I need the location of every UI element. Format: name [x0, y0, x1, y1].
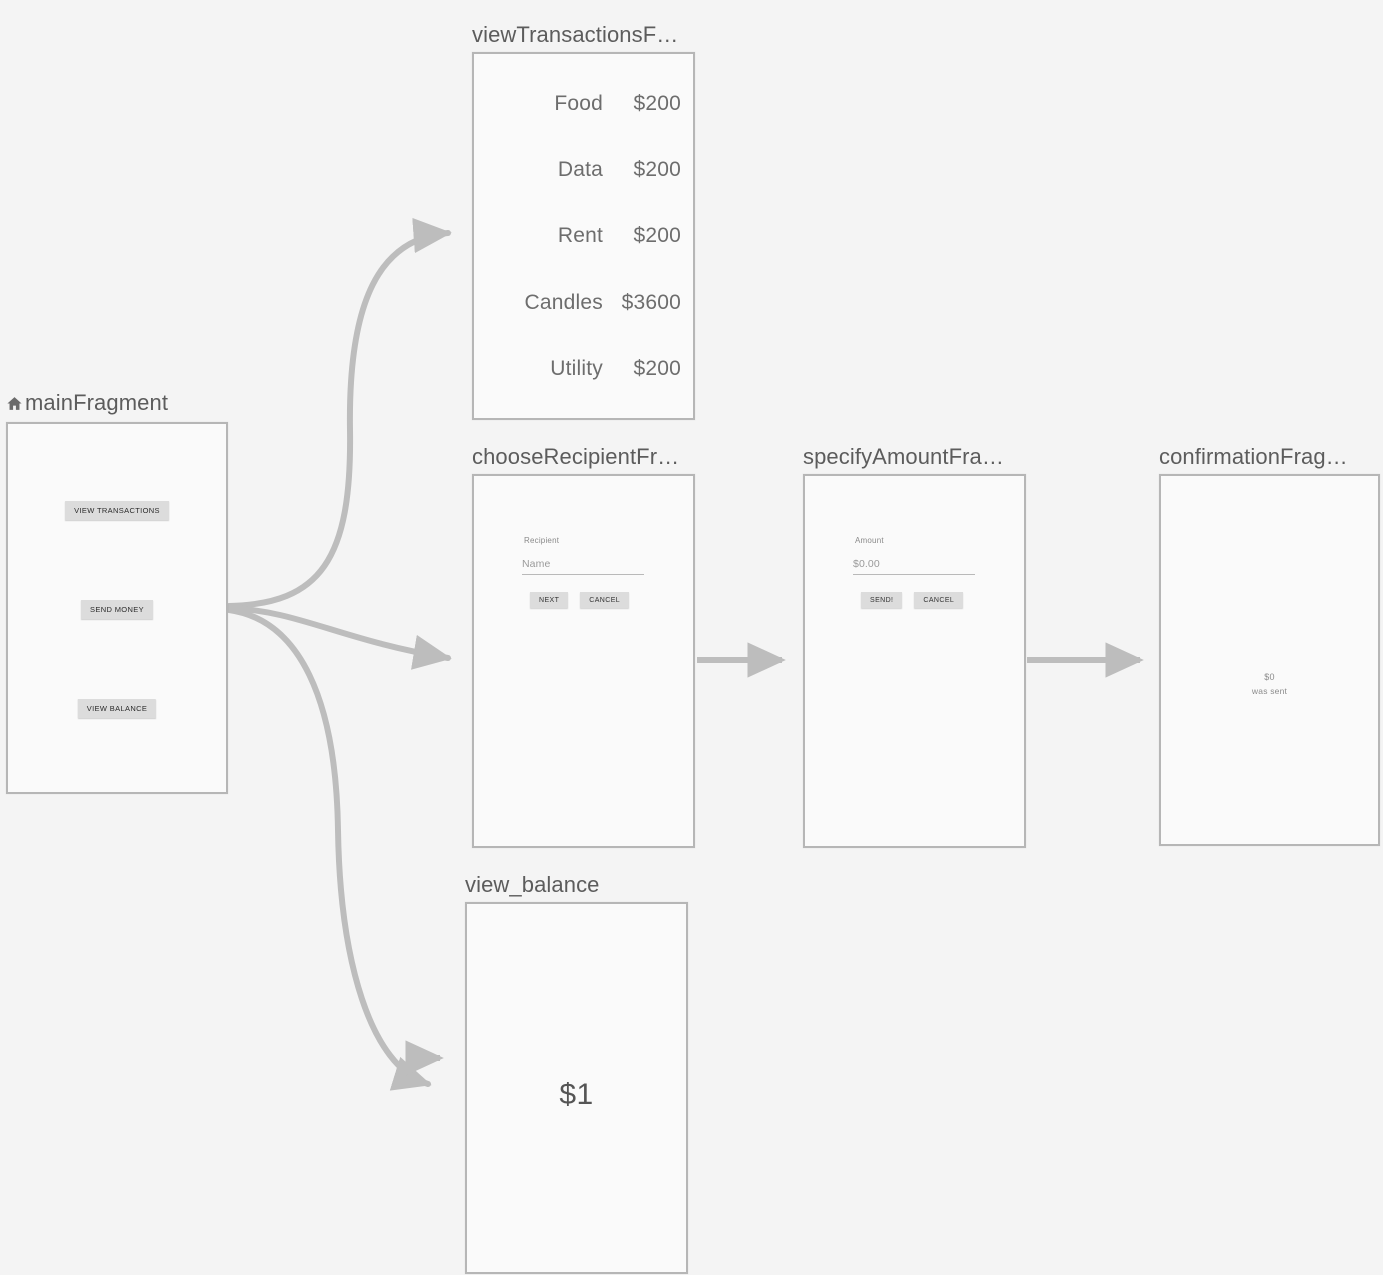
transaction-row: Utility $200 [492, 357, 681, 381]
transaction-name: Candles [524, 291, 603, 314]
specify-amount-preview: Amount $0.00 SEND! CANCEL [803, 474, 1026, 848]
specify-amount-actions: SEND! CANCEL [861, 592, 964, 608]
transaction-row: Food $200 [492, 92, 681, 116]
node-view-transactions-fragment[interactable]: viewTransactionsF… Food $200 Data $200 R… [472, 22, 695, 420]
send-money-button[interactable]: SEND MONEY [81, 600, 153, 619]
transaction-name: Utility [550, 357, 603, 380]
amount-input[interactable]: $0.00 [853, 558, 975, 575]
node-title-confirmation: confirmationFrag… [1159, 444, 1348, 469]
node-frame [472, 52, 695, 420]
edge-main-to-view-balance [226, 607, 432, 1091]
recipient-field-label: Recipient [524, 536, 560, 545]
home-icon [6, 392, 23, 418]
node-frame [465, 902, 688, 1274]
edge-main-to-view-transactions [226, 217, 452, 609]
cancel-button[interactable]: CANCEL [580, 592, 630, 608]
transaction-amount: $200 [633, 92, 681, 115]
next-button[interactable]: NEXT [530, 592, 569, 608]
node-frame [1159, 474, 1380, 846]
node-choose-recipient-fragment[interactable]: chooseRecipientFr… Recipient Name NEXT C… [472, 444, 695, 848]
transaction-amount: $200 [633, 158, 681, 181]
transaction-amount: $3600 [621, 291, 681, 314]
node-title-choose-recipient: chooseRecipientFr… [472, 444, 680, 469]
node-title-view-balance: view_balance [465, 872, 600, 897]
recipient-input[interactable]: Name [522, 558, 644, 575]
send-button[interactable]: SEND! [861, 592, 903, 608]
transaction-row: Candles $3600 [492, 291, 681, 315]
confirmation-message: $0 was sent [1159, 670, 1380, 698]
view-balance-button[interactable]: VIEW BALANCE [77, 699, 157, 718]
transaction-row: Data $200 [492, 158, 681, 182]
view-transactions-preview: Food $200 Data $200 Rent $200 Candles $3… [472, 52, 695, 420]
transaction-name: Data [557, 158, 603, 181]
transaction-amount: $200 [633, 224, 681, 247]
transaction-row: Rent $200 [492, 224, 681, 248]
node-frame [6, 422, 228, 794]
view-transactions-button[interactable]: VIEW TRANSACTIONS [65, 501, 169, 520]
node-specify-amount-fragment[interactable]: specifyAmountFra… Amount $0.00 SEND! CAN… [803, 444, 1026, 848]
node-frame [472, 474, 695, 848]
confirmation-preview: $0 was sent [1159, 474, 1380, 846]
transaction-name: Food [554, 92, 603, 115]
confirmation-subtitle: was sent [1251, 686, 1288, 696]
node-confirmation-fragment[interactable]: confirmationFrag… $0 was sent [1159, 444, 1380, 846]
view-balance-preview: $1 [465, 902, 688, 1274]
node-frame [803, 474, 1026, 848]
edge-main-to-choose-recipient [226, 605, 452, 670]
node-main-fragment[interactable]: mainFragment VIEW TRANSACTIONS SEND MONE… [6, 390, 228, 794]
amount-field-label: Amount [855, 536, 884, 545]
node-title-view-transactions: viewTransactionsF… [472, 22, 679, 47]
node-title-main-fragment: mainFragment [6, 390, 168, 418]
cancel-button[interactable]: CANCEL [914, 592, 964, 608]
transaction-name: Rent [557, 224, 603, 247]
node-view-balance-fragment[interactable]: view_balance $1 [465, 872, 688, 1274]
main-fragment-preview: VIEW TRANSACTIONS SEND MONEY VIEW BALANC… [6, 422, 228, 794]
confirmation-amount: $0 [1264, 672, 1275, 682]
node-title-text: mainFragment [25, 390, 169, 415]
node-title-specify-amount: specifyAmountFra… [803, 444, 1004, 469]
transaction-amount: $200 [633, 357, 681, 380]
choose-recipient-preview: Recipient Name NEXT CANCEL [472, 474, 695, 848]
choose-recipient-actions: NEXT CANCEL [530, 592, 630, 608]
balance-amount: $1 [559, 1078, 594, 1111]
